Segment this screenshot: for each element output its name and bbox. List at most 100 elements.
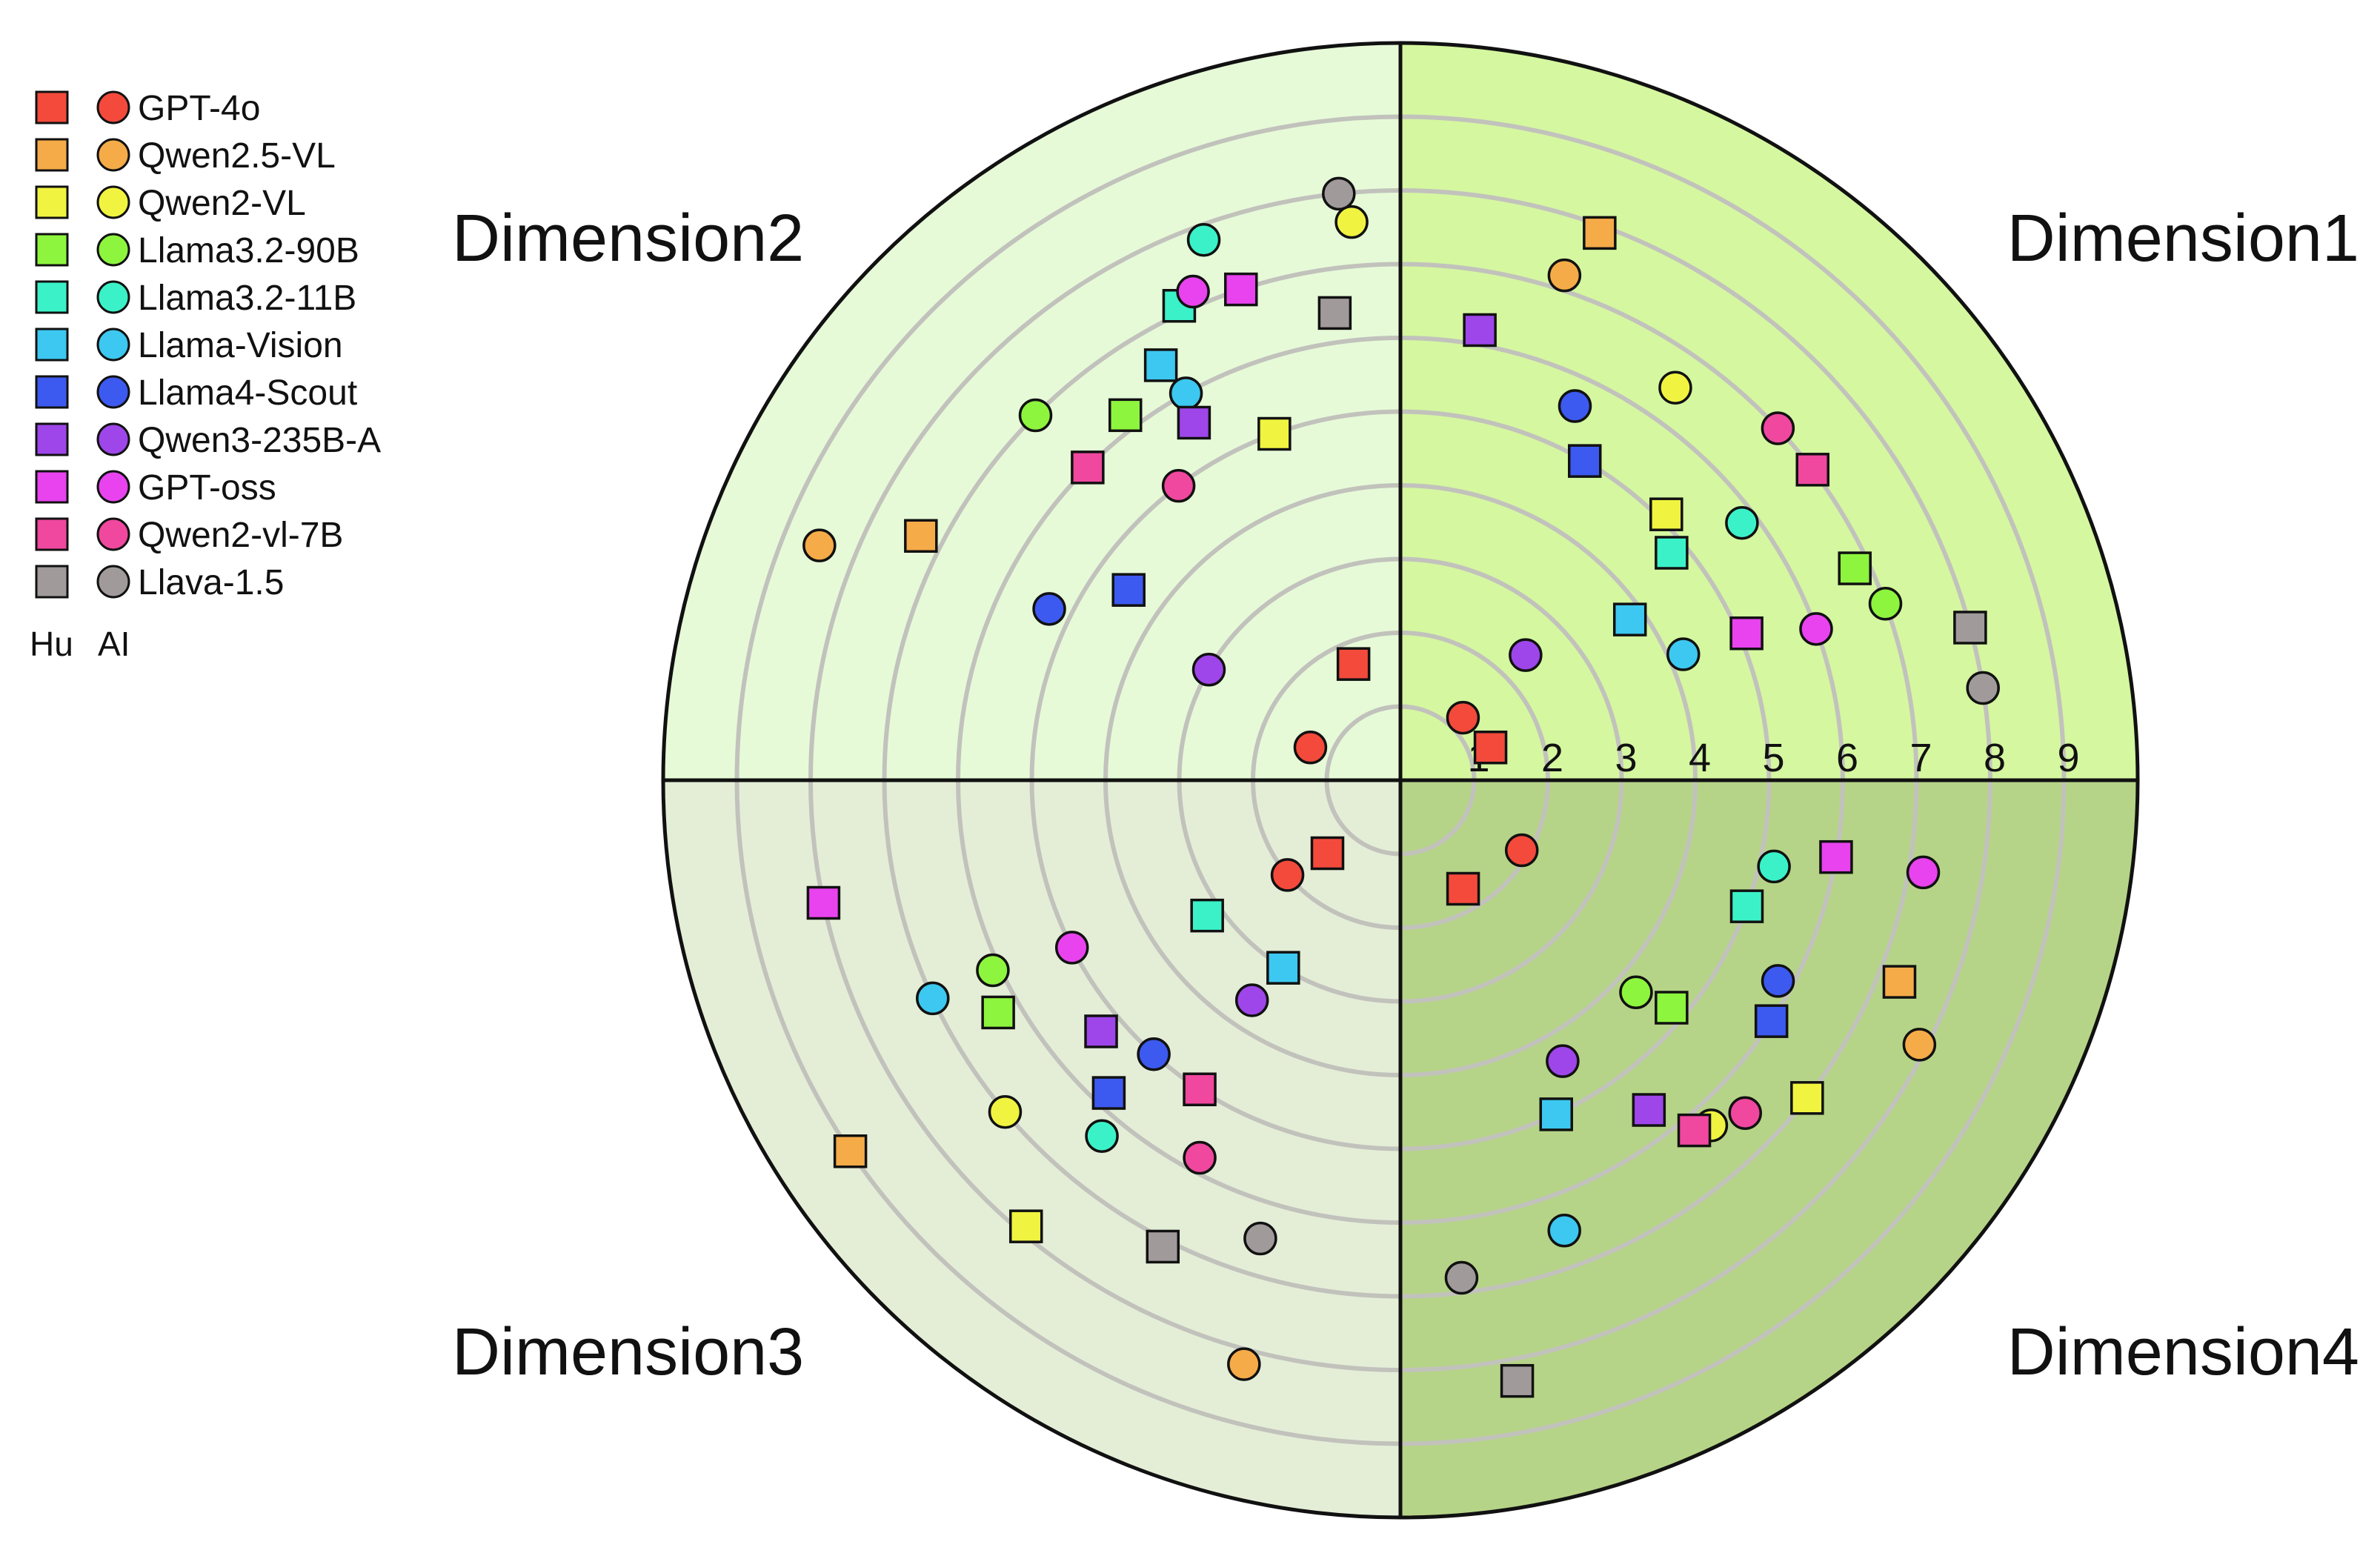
legend-hu-marker-gpt-4o <box>35 90 69 124</box>
legend-label-llama4-scout: Llama4-Scout <box>138 373 357 413</box>
llama3-2-11b-ai-dim4-point <box>1757 849 1791 884</box>
qwen2-5-vl-hu-dim2-point <box>904 519 938 553</box>
gpt-oss-hu-dim4-point <box>1819 839 1853 874</box>
legend-label-qwen3-235b-a: Qwen3-235B-A <box>138 421 381 460</box>
gpt-4o-ai-dim4-point <box>1504 833 1539 868</box>
legend-label-qwen2-vl: Qwen2-VL <box>138 184 306 223</box>
llama3-2-11b-hu-dim1-point <box>1655 536 1689 570</box>
legend-ai-marker-qwen2-vl-7b <box>96 517 130 551</box>
gpt-4o-ai-dim1-point <box>1446 700 1480 735</box>
legend-hu-marker-llama-vision <box>35 328 69 362</box>
outer-boundary <box>661 41 2140 1520</box>
gpt-4o-ai-dim2-point <box>1293 731 1328 765</box>
gpt-4o-hu-dim1-point <box>1473 731 1508 765</box>
legend-label-gpt-oss: GPT-oss <box>138 468 276 508</box>
legend-label-qwen2-vl-7b: Qwen2-vl-7B <box>138 516 343 555</box>
qwen3-235b-a-hu-dim1-point <box>1463 313 1497 348</box>
qwen2-5-vl-ai-dim1-point <box>1547 258 1582 293</box>
qwen2-vl-hu-dim2-point <box>1257 416 1292 451</box>
legend-hu-marker-llama3-2-11b <box>35 280 69 314</box>
legend-ai-marker-gpt-oss <box>96 470 130 504</box>
llama3-2-90b-ai-dim4-point <box>1619 975 1653 1010</box>
quadrant-3-background <box>663 780 1400 1517</box>
qwen2-5-vl-hu-dim4-point <box>1882 965 1917 999</box>
legend-hu-marker-qwen2-vl-7b <box>35 517 69 551</box>
qwen3-235b-a-ai-dim3-point <box>1234 983 1269 1017</box>
legend-label-llama-vision: Llama-Vision <box>138 326 343 365</box>
llama3-2-90b-ai-dim3-point <box>976 953 1010 988</box>
legend-hu-marker-llama3-2-90b <box>35 233 69 267</box>
qwen2-vl-7b-ai-dim4-point <box>1728 1096 1762 1131</box>
llava-1-5-hu-dim2-point <box>1317 296 1352 330</box>
llama4-scout-ai-dim3-point <box>1137 1037 1171 1071</box>
legend-ai-marker-qwen3-235b-a <box>96 422 130 456</box>
legend-label-qwen2-5-vl: Qwen2.5-VL <box>138 136 336 176</box>
llama3-2-11b-ai-dim3-point <box>1085 1119 1119 1153</box>
gpt-oss-hu-dim2-point <box>1224 272 1258 307</box>
qwen2-5-vl-ai-dim3-point <box>1227 1347 1261 1381</box>
llava-1-5-ai-dim4-point <box>1444 1260 1479 1295</box>
legend-ai-marker-llama4-scout <box>96 375 130 409</box>
quadrant-4-background <box>1400 780 2138 1517</box>
gpt-4o-hu-dim2-point <box>1336 647 1371 681</box>
legend-ai-marker-llama3-2-90b <box>96 233 130 267</box>
ring-label-9: 9 <box>2057 736 2079 780</box>
llama3-2-11b-hu-dim3-point <box>1190 898 1224 933</box>
ring-label-8: 8 <box>1984 736 2006 780</box>
ring-label-3: 3 <box>1615 736 1637 780</box>
legend-label-llama3-2-11b: Llama3.2-11B <box>138 279 356 318</box>
dimension1-label: Dimension1 <box>2007 202 2359 276</box>
legend-hu-marker-llava-1-5 <box>35 565 69 599</box>
dimension2-label: Dimension2 <box>452 202 804 276</box>
gpt-oss-hu-dim3-point <box>806 885 841 920</box>
gpt-4o-hu-dim4-point <box>1446 871 1480 906</box>
qwen2-5-vl-ai-dim4-point <box>1902 1028 1937 1062</box>
llama3-2-90b-hu-dim4-point <box>1655 991 1689 1025</box>
legend-ai-label: AI <box>98 625 130 663</box>
qwen2-5-vl-ai-dim2-point <box>802 528 837 562</box>
gpt-oss-ai-dim2-point <box>1176 274 1210 309</box>
llama3-2-90b-hu-dim3-point <box>981 995 1015 1030</box>
llama-vision-ai-dim4-point <box>1547 1213 1581 1248</box>
llama4-scout-ai-dim1-point <box>1558 389 1592 423</box>
quadrant-dividers <box>661 41 2140 1520</box>
qwen3-235b-a-ai-dim1-point <box>1509 638 1543 672</box>
qwen2-vl-7b-ai-dim3-point <box>1183 1140 1217 1175</box>
gpt-oss-ai-dim1-point <box>1799 612 1833 646</box>
legend-label-gpt-4o: GPT-4o <box>138 89 260 128</box>
dimension3-label: Dimension3 <box>452 1315 804 1389</box>
llama-vision-hu-dim1-point <box>1612 602 1647 636</box>
llama4-scout-hu-dim2-point <box>1111 573 1146 607</box>
legend-hu-marker-gpt-oss <box>35 470 69 504</box>
qwen3-235b-a-hu-dim2-point <box>1177 405 1211 440</box>
llama4-scout-ai-dim2-point <box>1032 592 1066 626</box>
legend-ai-marker-gpt-4o <box>96 90 130 124</box>
llava-1-5-ai-dim3-point <box>1243 1221 1277 1256</box>
qwen2-vl-hu-dim4-point <box>1790 1081 1824 1115</box>
llava-1-5-ai-dim1-point <box>1966 671 2000 705</box>
llava-1-5-hu-dim1-point <box>1953 611 1987 645</box>
qwen2-vl-ai-dim3-point <box>988 1094 1023 1129</box>
llama-vision-hu-dim4-point <box>1539 1097 1574 1131</box>
qwen2-5-vl-hu-dim3-point <box>833 1134 868 1168</box>
legend-hu-marker-qwen2-vl <box>35 185 69 219</box>
ring-label-5: 5 <box>1762 736 1784 780</box>
qwen2-vl-7b-ai-dim2-point <box>1161 468 1196 503</box>
llama4-scout-hu-dim4-point <box>1754 1004 1789 1038</box>
llama3-2-90b-hu-dim1-point <box>1838 551 1872 585</box>
gpt-oss-hu-dim1-point <box>1729 616 1764 651</box>
llama-vision-ai-dim3-point <box>916 981 950 1016</box>
legend-ai-marker-llava-1-5 <box>96 565 130 599</box>
llama4-scout-hu-dim1-point <box>1568 444 1602 478</box>
llama-vision-ai-dim1-point <box>1666 637 1701 671</box>
llama4-scout-hu-dim3-point <box>1091 1076 1126 1110</box>
qwen3-235b-a-hu-dim3-point <box>1084 1014 1118 1048</box>
qwen2-vl-hu-dim1-point <box>1649 497 1683 531</box>
gpt-4o-hu-dim3-point <box>1310 836 1345 871</box>
gpt-oss-ai-dim3-point <box>1054 931 1089 965</box>
qwen2-vl-hu-dim3-point <box>1008 1209 1043 1243</box>
gpt-oss-ai-dim4-point <box>1906 855 1941 890</box>
legend-hu-marker-qwen3-235b-a <box>35 422 69 456</box>
ring-label-6: 6 <box>1836 736 1858 780</box>
